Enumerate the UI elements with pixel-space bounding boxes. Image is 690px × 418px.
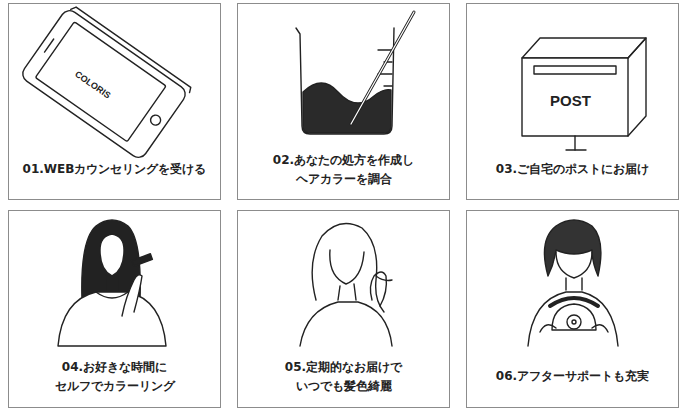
beaker-icon [296, 12, 414, 134]
step-caption: 03.ご自宅のポストにお届け [496, 160, 649, 179]
step-box: 05.定期的なお届けで いつでも髪色綺麗 [237, 210, 450, 408]
woman-dyeing-icon [58, 220, 166, 346]
woman-phone-icon [528, 220, 618, 346]
step-caption: 05.定期的なお届けで いつでも髪色綺麗 [244, 358, 444, 396]
step-caption: 02.あなたの処方を作成し ヘアカラーを調合 [244, 151, 444, 189]
caption-area: 03.ご自宅のポストにお届け [467, 146, 678, 194]
caption-area: 06.アフターサポートも充実 [467, 353, 678, 401]
woman-hair-icon [300, 224, 392, 347]
step-box: 06.アフターサポートも充実 [466, 210, 679, 408]
screen-logo: COLORIS [73, 69, 112, 101]
post-sign: POST [550, 92, 591, 109]
step-box: 04.お好きな時間に セルフでカラーリング [8, 210, 221, 408]
caption-area: 01.WEBカウンセリングを受ける [9, 146, 220, 194]
step-caption: 01.WEBカウンセリングを受ける [23, 160, 207, 179]
step-box: 01.WEBカウンセリングを受ける [8, 3, 221, 200]
phone-icon [19, 3, 192, 161]
caption-area: 05.定期的なお届けで いつでも髪色綺麗 [238, 353, 449, 401]
step-box: 02.あなたの処方を作成し ヘアカラーを調合 [237, 3, 450, 200]
caption-area: 04.お好きな時間に セルフでカラーリング [9, 353, 220, 401]
step-caption: 04.お好きな時間に セルフでカラーリング [15, 358, 215, 396]
caption-area: 02.あなたの処方を作成し ヘアカラーを調合 [238, 146, 449, 194]
step-caption: 06.アフターサポートも充実 [496, 367, 649, 386]
post-box-icon [522, 38, 646, 150]
